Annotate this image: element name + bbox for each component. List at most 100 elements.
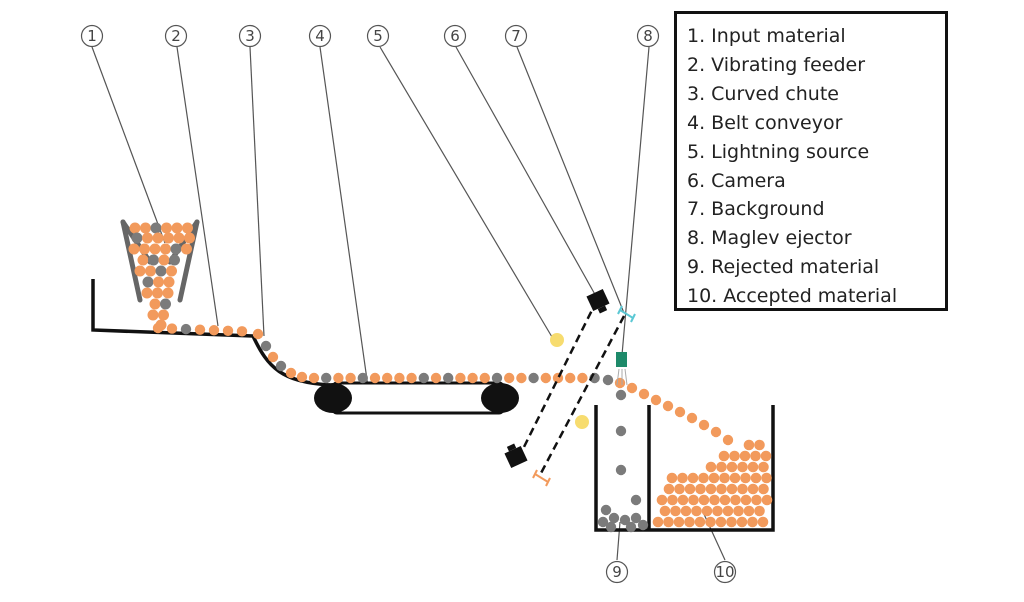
accepted-particle (166, 265, 177, 277)
material-stream (152, 322, 734, 446)
rejected-particle (260, 340, 272, 352)
accepted-particle (147, 309, 159, 321)
accepted-particle (652, 516, 664, 528)
accepted-particle (730, 494, 741, 506)
accepted-particle (308, 372, 320, 384)
rejected-particle (150, 222, 162, 234)
accepted-particle (688, 494, 699, 506)
accepted-particle (638, 388, 650, 400)
callout-label-7: 7 (511, 27, 521, 45)
accepted-particle (674, 406, 686, 418)
accepted-particle (761, 494, 773, 506)
rejected-particle (597, 516, 609, 528)
accepted-particle (680, 505, 692, 517)
callout-circle-2 (164, 24, 188, 48)
leader-3 (249, 46, 265, 337)
rejected-particle (630, 512, 642, 524)
rejected-particle (528, 372, 539, 384)
rejected-particle (619, 514, 631, 526)
accepted-particle (747, 461, 759, 473)
accepted-particle (540, 372, 551, 384)
callout-circle-3 (238, 24, 262, 48)
maglev-ejector (616, 352, 627, 367)
accepted-particle (694, 516, 706, 528)
callout-label-5: 5 (373, 27, 383, 45)
rejected-particle (148, 254, 159, 266)
accepted-particle (740, 472, 751, 484)
rejected-material (597, 389, 649, 533)
light-source-top (550, 333, 564, 347)
callout-circle-8 (636, 24, 660, 48)
accepted-particle (430, 372, 442, 384)
accepted-particle (677, 472, 688, 484)
conveyor-roller-right (481, 383, 519, 413)
accepted-particle (184, 232, 195, 244)
accepted-particle (757, 516, 769, 528)
callout-label-1: 1 (87, 27, 97, 45)
accepted-particle (145, 265, 156, 277)
accepted-particle (686, 412, 698, 424)
curved-chute (251, 335, 331, 387)
accepted-particle (152, 232, 164, 244)
accepted-particle (750, 450, 761, 462)
accepted-particle (129, 222, 141, 234)
callout-label-3: 3 (245, 27, 255, 45)
accepted-particle (504, 372, 515, 384)
accepted-particle (552, 372, 564, 384)
accepted-particle (691, 505, 702, 517)
accepted-particle (345, 372, 356, 384)
accepted-particle (166, 323, 178, 334)
rejected-particle (160, 298, 171, 310)
accepted-particle (687, 472, 699, 484)
rejected-particle (275, 360, 287, 372)
rejected-particle (131, 232, 143, 244)
accepted-particle (565, 372, 576, 384)
accepted-particle (656, 494, 668, 506)
background-top (617, 305, 636, 323)
accepted-particle (182, 222, 193, 234)
accepted-particle (659, 505, 671, 517)
accepted-particle (677, 494, 689, 506)
accepted-particle (614, 377, 626, 389)
accepted-particle (163, 276, 175, 288)
accepted-particle (709, 494, 720, 506)
accepted-material (652, 439, 773, 528)
accepted-particle (737, 483, 748, 495)
background-bottom (532, 469, 551, 487)
accepted-particle (158, 254, 170, 266)
callout-circle-5 (366, 24, 390, 48)
accepted-particle (758, 483, 769, 495)
accepted-particle (761, 472, 772, 484)
rejected-particle (605, 521, 617, 533)
accepted-particle (382, 372, 393, 384)
accepted-particle (751, 494, 762, 506)
accepted-particle (726, 461, 738, 473)
accepted-particle (149, 243, 161, 255)
accepted-particle (666, 472, 678, 484)
accepted-particle (719, 494, 731, 506)
accepted-particle (236, 326, 248, 337)
accepted-particle (650, 394, 662, 406)
accepted-particle (737, 461, 748, 473)
legend-item-accepted-material: 10. Accepted material (687, 285, 898, 308)
ejector-jet (616, 368, 628, 386)
camera-bottom (504, 443, 528, 469)
legend-item-rejected-material: 9. Rejected material (687, 256, 880, 279)
accepted-particle (406, 372, 417, 384)
legend-item-curved-chute: 3. Curved chute (687, 82, 839, 105)
accepted-particle (267, 351, 279, 363)
accepted-particle (662, 400, 674, 412)
rejected-particle (321, 372, 332, 384)
accepted-particle (161, 222, 172, 234)
leader-6 (455, 46, 598, 299)
legend-item-belt-conveyor: 4. Belt conveyor (687, 111, 843, 134)
accepted-particle (726, 483, 738, 495)
accepted-particle (128, 243, 140, 255)
accepted-particle (726, 516, 737, 528)
camera-sightlines (518, 299, 626, 476)
accepted-particle (181, 243, 192, 255)
accepted-particle (740, 494, 752, 506)
leader-9 (616, 521, 621, 561)
